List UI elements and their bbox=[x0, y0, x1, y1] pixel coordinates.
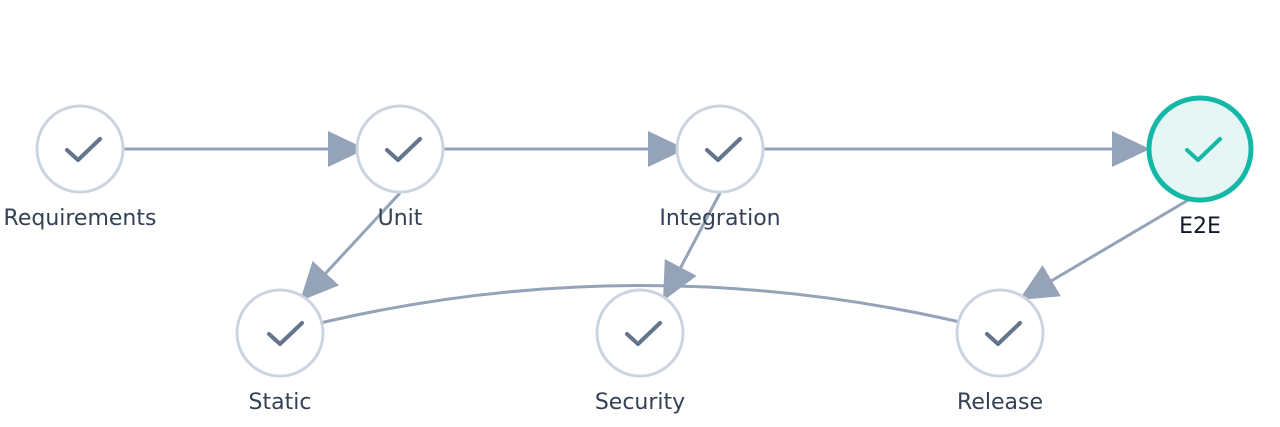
check-icon bbox=[705, 137, 742, 162]
check-icon bbox=[1185, 137, 1222, 162]
node-e2e[interactable]: E2E bbox=[1146, 95, 1254, 239]
node-unit-circle bbox=[355, 104, 445, 194]
node-requirements-label: Requirements bbox=[4, 206, 157, 231]
node-unit[interactable]: Unit bbox=[355, 104, 445, 231]
node-requirements[interactable]: Requirements bbox=[4, 104, 157, 231]
node-static-label: Static bbox=[249, 390, 312, 415]
edge-unit-to-static bbox=[298, 191, 402, 303]
check-icon bbox=[385, 137, 422, 162]
node-integration-circle bbox=[675, 104, 765, 194]
node-security[interactable]: Security bbox=[595, 288, 685, 415]
edge-static-to-release bbox=[279, 284, 1006, 341]
check-icon bbox=[985, 321, 1022, 346]
edges-layer bbox=[120, 131, 1201, 341]
check-icon bbox=[625, 321, 662, 346]
node-unit-label: Unit bbox=[378, 206, 423, 231]
node-static[interactable]: Static bbox=[235, 288, 325, 415]
edge-e2e-to-release bbox=[1018, 191, 1201, 302]
node-release[interactable]: Release bbox=[955, 288, 1045, 415]
node-e2e-label: E2E bbox=[1179, 214, 1221, 239]
edge-integration-to-security bbox=[661, 192, 722, 302]
node-integration-label: Integration bbox=[659, 206, 780, 231]
node-release-label: Release bbox=[957, 390, 1043, 415]
node-security-label: Security bbox=[595, 390, 685, 415]
node-integration[interactable]: Integration bbox=[659, 104, 781, 231]
check-icon bbox=[267, 321, 304, 346]
node-release-circle bbox=[955, 288, 1045, 378]
nodes-layer: Requirements Unit Integration E2E Static… bbox=[4, 95, 1254, 415]
node-static-circle bbox=[235, 288, 325, 378]
check-icon bbox=[65, 137, 102, 162]
node-e2e-circle bbox=[1146, 95, 1254, 203]
node-requirements-circle bbox=[35, 104, 125, 194]
node-security-circle bbox=[595, 288, 685, 378]
